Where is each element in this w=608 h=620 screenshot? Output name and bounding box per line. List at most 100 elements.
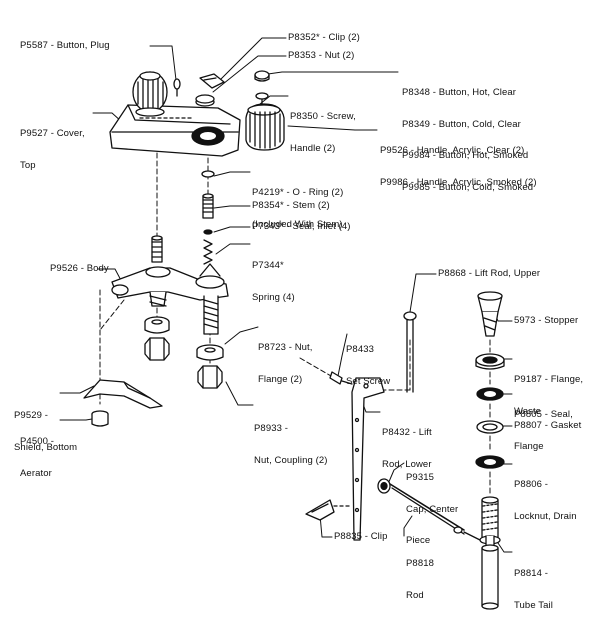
label-p8814: P8814 - Tube Tail — [514, 548, 553, 620]
label-p8352: P8352* - Clip (2) — [288, 32, 360, 44]
rod-clip — [305, 499, 353, 521]
shield-bottom — [83, 379, 163, 409]
label-text: P9986 - Handle, Acrylic, Smoked (2) — [380, 176, 537, 188]
label-text: Flange (2) — [258, 373, 303, 385]
label-text: Cap, Center — [406, 503, 459, 515]
label-text: P8352* - Clip (2) — [288, 32, 360, 43]
label-p8353: P8353 - Nut (2) — [288, 50, 355, 62]
left-stem — [151, 235, 163, 263]
label-text: Rod, Lower — [382, 458, 432, 470]
label-text: Tube Tail — [514, 599, 553, 611]
label-text: P8348 - Button, Hot, Clear — [402, 87, 517, 98]
label-p8933: P8933 - Nut, Coupling (2) — [254, 403, 328, 487]
label-text: Spring (4) — [252, 291, 295, 303]
set-screw — [329, 371, 353, 385]
aerator — [91, 410, 109, 427]
waste-flange — [475, 353, 505, 370]
label-5973: 5973 - Stopper — [514, 315, 579, 327]
label-text: Aerator — [20, 467, 52, 479]
label-p9187: P9187 - Flange, Waste — [514, 354, 583, 438]
cover-top — [109, 104, 241, 157]
stopper — [477, 291, 503, 337]
spring — [203, 239, 213, 265]
label-text: P9315 — [406, 472, 434, 483]
label-text: Piece — [406, 535, 431, 546]
nut — [195, 94, 215, 107]
coupling-nut-left — [144, 337, 170, 361]
label-text: P9187 - Flange, — [514, 374, 584, 385]
label-p8433: P8433 Set Screw — [346, 324, 390, 408]
label-p4500: P4500 - Aerator — [20, 416, 54, 500]
label-text: P8354* - Stem (2) — [252, 200, 330, 211]
label-text: Set Screw — [346, 375, 391, 387]
label-text: P8349 - Button, Cold, Clear — [402, 118, 521, 130]
label-p8805: P8805 - Seal, Flange — [514, 389, 573, 473]
label-text: P9985 - Button, Cold, Smoked — [402, 181, 534, 193]
label-text: Handle (2) — [290, 142, 336, 154]
label-text: P8818 — [406, 558, 434, 569]
label-p7343: P7343* - Seal, Inlet (4) — [252, 221, 351, 233]
seal-inlet — [203, 229, 213, 235]
flange-nut-right — [196, 344, 224, 361]
body — [111, 263, 229, 335]
label-text: P7343* - Seal, Inlet (4) — [252, 221, 351, 232]
label-p8835: P8835 - Clip — [334, 531, 388, 543]
label-text: Waste — [514, 405, 542, 417]
label-p8354: P8354* - Stem (2) — [252, 200, 330, 212]
label-p4219: P4219* - O - Ring (2) (Included With Ste… — [252, 167, 343, 251]
tube-tail — [481, 544, 499, 610]
label-p9527: P9527 - Cover, Top — [20, 108, 85, 192]
handle-button — [254, 70, 270, 82]
label-text: P8432 - Lift — [382, 427, 432, 438]
gasket — [476, 420, 504, 434]
label-text: P9984 - Button, Hot, Smoked — [402, 150, 529, 161]
center-piece-cap — [377, 478, 391, 494]
label-text: Flange — [514, 440, 544, 452]
label-p8818: P8818 Rod — [406, 538, 434, 620]
label-text: 5973 - Stopper — [514, 315, 579, 326]
label-text: P4500 - — [20, 436, 54, 447]
label-p8432: P8432 - Lift Rod, Lower — [382, 407, 432, 491]
label-text: P8835 - Clip — [334, 531, 388, 542]
label-text: P8353 - Nut (2) — [288, 50, 355, 61]
o-ring — [201, 170, 215, 178]
label-text: P8814 - — [514, 568, 548, 579]
flange-nut-left — [144, 316, 170, 334]
locknut-drain — [475, 455, 505, 469]
label-text: P4219* - O - Ring (2) — [252, 187, 344, 198]
label-text: P8433 — [346, 344, 374, 355]
label-p8868: P8868 - Lift Rod, Upper — [438, 268, 541, 280]
label-text: P9526 - Body — [50, 263, 109, 274]
label-text: P8805 - Seal, — [514, 409, 573, 420]
label-text: Shield, Bottom — [14, 441, 78, 453]
lower-lift-rod — [351, 377, 385, 541]
label-p7344: P7344* Spring (4) — [252, 240, 295, 324]
label-text: P8868 - Lift Rod, Upper — [438, 268, 541, 279]
label-text: P8350 - Screw, — [290, 111, 356, 122]
clip — [199, 73, 225, 89]
left-handle-knob — [132, 71, 168, 117]
label-text: P9526 - Handle, Acrylic, Clear (2) — [380, 145, 525, 156]
plug-button — [173, 78, 181, 97]
label-text: P8723 - Nut, — [258, 342, 313, 353]
label-text: (Included With Stem) — [252, 218, 343, 230]
label-text: Nut, Coupling (2) — [254, 454, 328, 466]
label-text: Rod — [406, 589, 424, 601]
label-text: P9527 - Cover, — [20, 128, 85, 139]
label-text: P7344* — [252, 260, 284, 271]
label-text: P9529 - — [14, 410, 48, 421]
label-p9529: P9529 - Shield, Bottom — [14, 390, 77, 474]
pivot-rod — [389, 483, 481, 541]
label-p8348-group: P8348 - Button, Hot, Clear P8349 - Butto… — [402, 67, 533, 214]
coupling-nut-right — [197, 365, 223, 389]
label-p8723: P8723 - Nut, Flange (2) — [258, 322, 313, 406]
label-p9315: P9315 Cap, Center Piece — [406, 452, 458, 568]
right-handle-knob — [245, 103, 285, 151]
label-text: Top — [20, 159, 36, 171]
label-p8806: P8806 - Locknut, Drain — [514, 459, 577, 543]
label-text: P5587 - Button, Plug — [20, 40, 110, 51]
label-p9526-handle: P9526 - Handle, Acrylic, Clear (2) P9986… — [380, 125, 537, 209]
label-p9526-body: P9526 - Body — [50, 263, 109, 275]
